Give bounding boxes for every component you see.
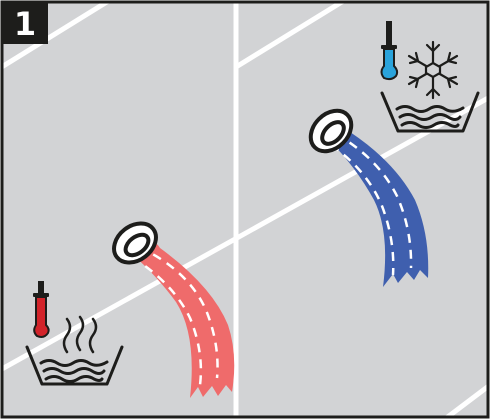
grout-line-bottom-right: [444, 384, 487, 416]
thermometer-hot-icon: [33, 281, 50, 338]
hot-water-stream: [130, 240, 235, 398]
snowflake-icon: [407, 40, 459, 100]
grout-line-top-right: [234, 3, 345, 70]
hot-water-outlet: [112, 221, 158, 265]
grout-line-top-left: [3, 3, 110, 70]
basin-icon: [380, 91, 480, 133]
cold-water-outlet: [308, 108, 354, 154]
step-badge: 1: [3, 3, 48, 44]
cold-water-stream: [328, 129, 429, 287]
basin-icon: [25, 345, 124, 386]
thermometer-cold-icon: [380, 21, 399, 81]
step-number: 1: [14, 5, 36, 43]
grout-line-middle: [3, 95, 487, 372]
steam-icon: [62, 315, 98, 354]
